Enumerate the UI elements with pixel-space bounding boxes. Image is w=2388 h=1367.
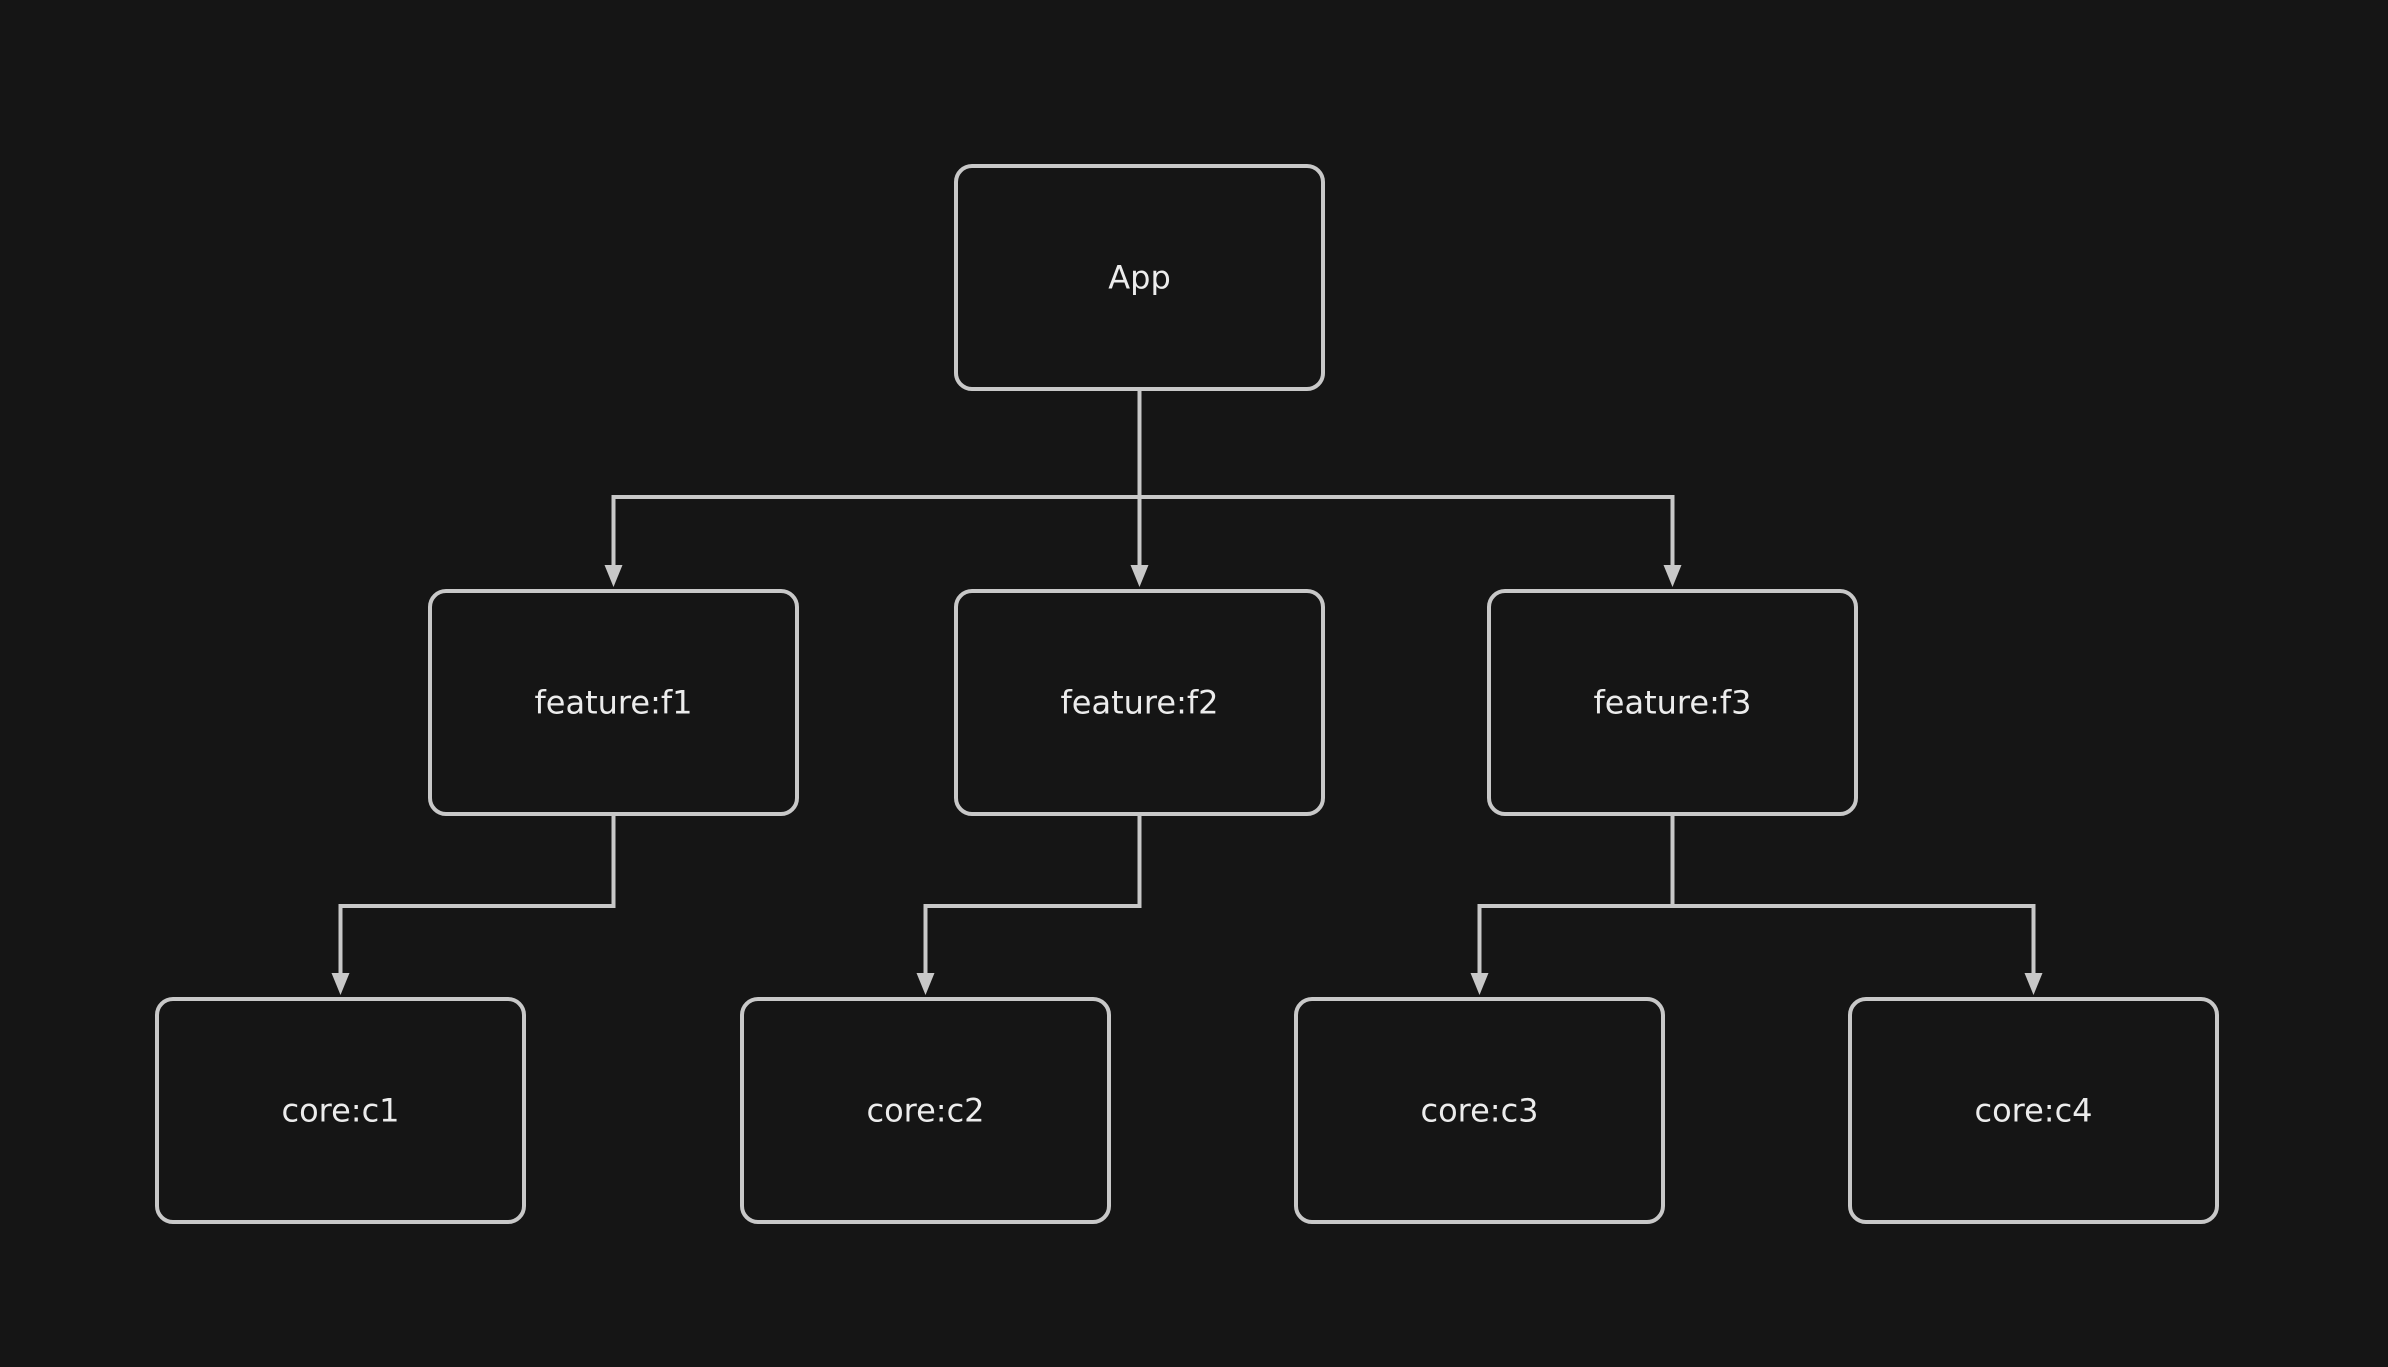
node-f3: feature:f3	[1487, 589, 1858, 816]
arrow-head	[1470, 973, 1489, 995]
arrow-head	[604, 565, 623, 587]
node-c3: core:c3	[1294, 997, 1665, 1224]
edge-f1-c1	[331, 814, 616, 995]
edge-f3-c4	[1670, 814, 2043, 995]
edges-layer	[331, 389, 2043, 995]
edge-line	[923, 814, 1142, 981]
arrow-head	[1663, 565, 1682, 587]
edge-line	[611, 389, 1142, 573]
node-c2: core:c2	[740, 997, 1111, 1224]
node-label: core:c3	[1420, 1092, 1538, 1130]
node-box	[954, 164, 1325, 391]
node-box	[155, 997, 526, 1224]
node-f1: feature:f1	[428, 589, 799, 816]
edge-line	[1477, 814, 1675, 981]
nodes-layer: App feature:f1 feature:f2 feature:f3 core:c1…	[155, 164, 2219, 1224]
edge-line	[338, 814, 616, 981]
node-c1: core:c1	[155, 997, 526, 1224]
arrow-head	[2024, 973, 2043, 995]
node-label: App	[1108, 259, 1171, 297]
edge-f2-c2	[916, 814, 1142, 995]
node-box	[740, 997, 1111, 1224]
edge-line	[1137, 389, 1675, 573]
node-label: feature:f3	[1594, 684, 1752, 722]
arrow-head	[1130, 565, 1149, 587]
node-box	[1294, 997, 1665, 1224]
edge-line	[1670, 814, 2036, 981]
node-label: core:c1	[281, 1092, 399, 1130]
edge-app-f3	[1137, 389, 1682, 587]
node-box	[954, 589, 1325, 816]
arrow-head	[916, 973, 935, 995]
node-label: core:c4	[1974, 1092, 2092, 1130]
node-box	[1487, 589, 1858, 816]
node-box	[428, 589, 799, 816]
node-f2: feature:f2	[954, 589, 1325, 816]
node-box	[1848, 997, 2219, 1224]
edge-app-f1	[604, 389, 1142, 587]
node-label: feature:f1	[535, 684, 693, 722]
node-label: feature:f2	[1061, 684, 1219, 722]
node-c4: core:c4	[1848, 997, 2219, 1224]
node-label: core:c2	[866, 1092, 984, 1130]
node-app: App	[954, 164, 1325, 391]
arrow-head	[331, 973, 350, 995]
edge-f3-c3	[1470, 814, 1675, 995]
